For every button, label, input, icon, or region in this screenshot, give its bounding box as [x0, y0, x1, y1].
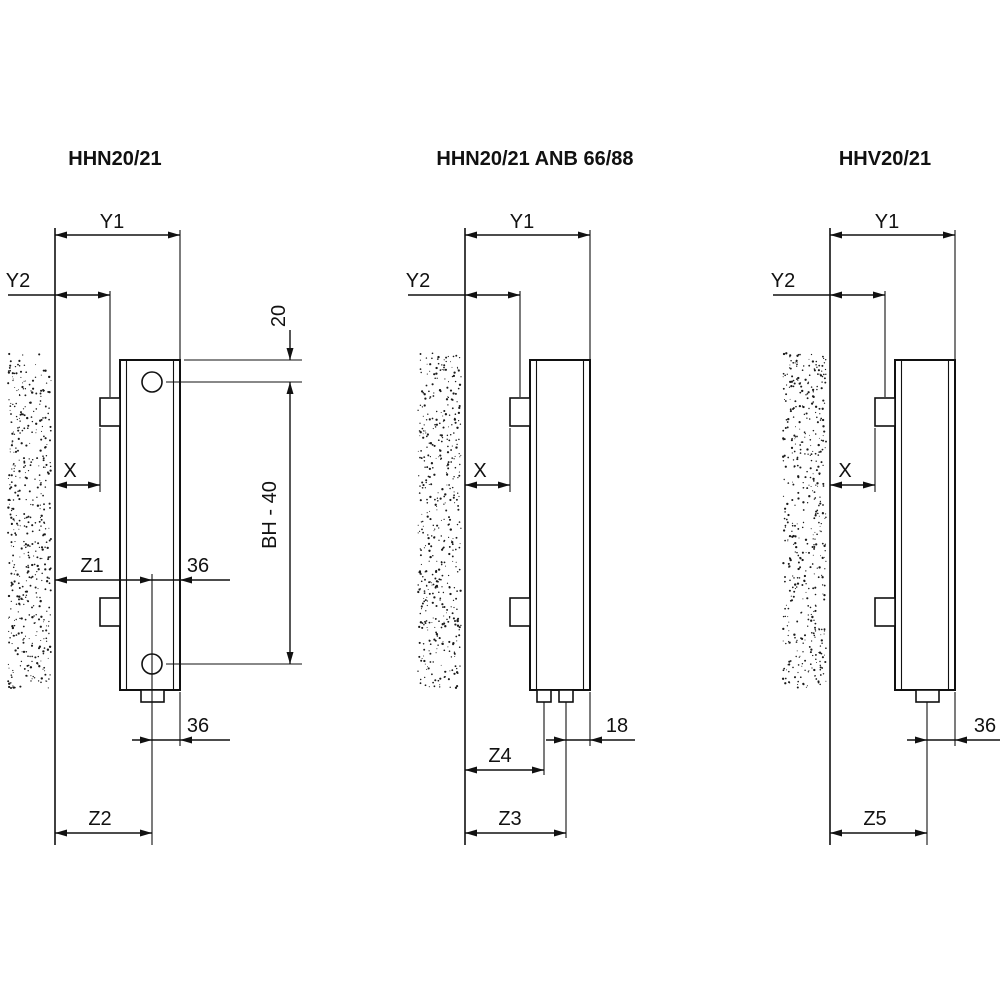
panel-hhn20-21: HHN20/21 Y1 Y2 X — [6, 148, 302, 845]
wall-bracket-top — [874, 397, 896, 427]
panel-title: HHN20/21 ANB 66/88 — [436, 148, 633, 170]
wall-stipple — [417, 352, 462, 689]
panel-hhn20-21-anb: HHN20/21 ANB 66/88 Y1 Y2 X — [406, 148, 635, 845]
dim-label-z3: Z3 — [498, 808, 521, 830]
dim-label-bh40: BH - 40 — [259, 481, 281, 549]
dim-label-z4: Z4 — [488, 745, 511, 767]
dim-36-bottom: 36 — [132, 692, 230, 746]
wall-bracket-top — [509, 397, 531, 427]
dim-z3: Z3 — [465, 808, 566, 837]
dim-label-z2: Z2 — [88, 808, 111, 830]
bottom-connection-left — [536, 689, 552, 703]
wall-bracket-bottom — [874, 597, 896, 627]
dim-label-y2: Y2 — [6, 270, 30, 292]
dim-y2: Y2 — [771, 270, 886, 397]
wall-bracket-bottom — [99, 597, 121, 627]
dim-y2: Y2 — [6, 270, 111, 397]
air-vent-plug — [141, 371, 163, 393]
wall-bracket-bottom — [509, 597, 531, 627]
panel-title: HHV20/21 — [839, 148, 931, 170]
panel-title: HHN20/21 — [68, 148, 161, 170]
dim-label-x: X — [838, 460, 851, 482]
dim-36: 36 — [907, 692, 1000, 746]
radiator-body — [894, 359, 956, 691]
dim-label-36-top: 36 — [187, 555, 209, 577]
wall-bracket-top — [99, 397, 121, 427]
dim-label-x: X — [473, 460, 486, 482]
dim-z5: Z5 — [830, 808, 927, 837]
bottom-connection-right — [558, 689, 574, 703]
dim-label-y2: Y2 — [406, 270, 430, 292]
radiator-inner-lines — [125, 360, 175, 690]
dim-18: 18 — [546, 692, 635, 746]
dim-y2: Y2 — [406, 270, 521, 397]
dim-y1: Y1 — [465, 211, 591, 360]
dim-label-36: 36 — [974, 715, 996, 737]
dim-z4: Z4 — [465, 745, 544, 774]
dim-z2: Z2 — [55, 808, 152, 837]
dim-z1: Z1 36 — [55, 555, 230, 584]
dim-x: X — [830, 428, 876, 492]
radiator-body — [529, 359, 591, 691]
radiator-inner-lines — [535, 360, 585, 690]
wall-stipple — [7, 352, 52, 690]
dim-20: 20 — [166, 305, 302, 383]
dim-label-y1: Y1 — [510, 211, 534, 233]
dim-label-z1: Z1 — [80, 555, 103, 577]
dim-bh40: BH - 40 — [166, 382, 302, 665]
dim-label-z5: Z5 — [863, 808, 886, 830]
dim-label-36-bottom: 36 — [187, 715, 209, 737]
bottom-connection — [915, 689, 940, 703]
dim-x: X — [465, 428, 511, 492]
panel-hhv20-21: HHV20/21 Y1 Y2 X — [771, 148, 1000, 845]
dim-label-18: 18 — [606, 715, 628, 737]
radiator-inner-lines — [900, 360, 950, 690]
dim-label-y1: Y1 — [875, 211, 899, 233]
dim-x: X — [55, 428, 101, 492]
dim-label-x: X — [63, 460, 76, 482]
wall-stipple — [781, 352, 827, 689]
dim-y1: Y1 — [830, 211, 956, 360]
dim-label-20: 20 — [268, 305, 290, 327]
dim-label-y1: Y1 — [100, 211, 124, 233]
dim-y1: Y1 — [55, 211, 181, 360]
dim-label-y2: Y2 — [771, 270, 795, 292]
radiator-body — [119, 359, 181, 691]
